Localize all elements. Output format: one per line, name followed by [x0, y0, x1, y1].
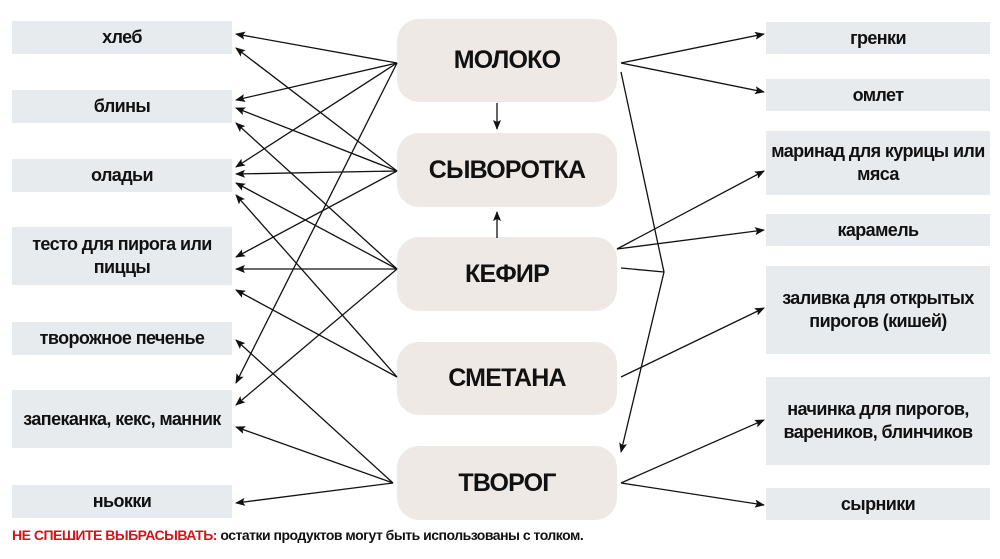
footer-note: НЕ СПЕШИТЕ ВЫБРАСЫВАТЬ: остатки продукто…	[12, 527, 584, 543]
footer-warning: НЕ СПЕШИТЕ ВЫБРАСЫВАТЬ:	[12, 527, 217, 543]
arrow-milk-fritters	[235, 62, 398, 168]
box-sour-cream: СМЕТАНА	[397, 342, 617, 415]
arrow-milk-casserole	[235, 62, 398, 384]
box-syrniki: сырники	[766, 488, 990, 520]
arrow-sourcream-fritters	[235, 194, 398, 378]
box-cottage-cheese: ТВОРОГ	[397, 446, 617, 520]
box-quiche: заливка для открытых пирогов (кишей)	[766, 266, 990, 354]
arrow-cottage-syrniki	[620, 482, 765, 508]
arrow-kefir-fritters	[235, 182, 398, 270]
arrow-cottage-cookies	[235, 339, 394, 484]
arrow-whey-bread	[235, 47, 398, 172]
box-whey: СЫВОРОТКА	[397, 133, 617, 207]
box-casserole: запеканка, кекс, манник	[12, 390, 232, 448]
arrow-kefir-pancakes	[235, 122, 398, 270]
arrow-cottage-filling	[620, 419, 765, 484]
box-cookies: творожное печенье	[12, 322, 232, 355]
box-croutons: гренки	[766, 22, 990, 54]
connector-kefir-merge	[620, 267, 665, 273]
box-pancakes: блины	[12, 90, 232, 123]
arrow-cottage-casserole	[235, 426, 394, 484]
box-kefir: КЕФИР	[397, 237, 617, 311]
arrow-kefir-casserole	[235, 268, 398, 406]
box-omelet: омлет	[766, 79, 990, 111]
arrow-kefir-caramel	[616, 227, 765, 250]
box-dough: тесто для пирога или пиццы	[12, 227, 232, 285]
box-marinade: маринад для курицы или мяса	[766, 131, 990, 195]
box-filling: начинка для пирогов, вареников, блинчико…	[766, 377, 990, 465]
arrow-whey-pancakes	[235, 107, 398, 172]
arrow-kefir-marinade	[616, 170, 765, 250]
arrow-milk-kefir-to-cottage	[619, 71, 665, 453]
box-milk: МОЛОКО	[397, 19, 617, 102]
arrow-whey-fritters	[235, 169, 398, 178]
footer-text: остатки продуктов могут быть использован…	[216, 527, 584, 543]
box-caramel: карамель	[766, 214, 990, 246]
box-gnocchi: ньокки	[12, 485, 232, 518]
arrow-milk-omelet	[620, 62, 765, 95]
arrow-sourcream-quiche	[620, 307, 765, 378]
arrow-whey-dough	[235, 170, 398, 258]
arrow-milk-pancakes	[235, 62, 398, 102]
box-bread: хлеб	[12, 21, 232, 54]
arrow-milk-bread	[235, 31, 398, 64]
arrow-milk-croutons	[620, 31, 765, 64]
box-fritters: оладьи	[12, 159, 232, 192]
arrow-sourcream-dough	[235, 289, 398, 378]
arrow-cottage-gnocchi	[235, 482, 394, 506]
